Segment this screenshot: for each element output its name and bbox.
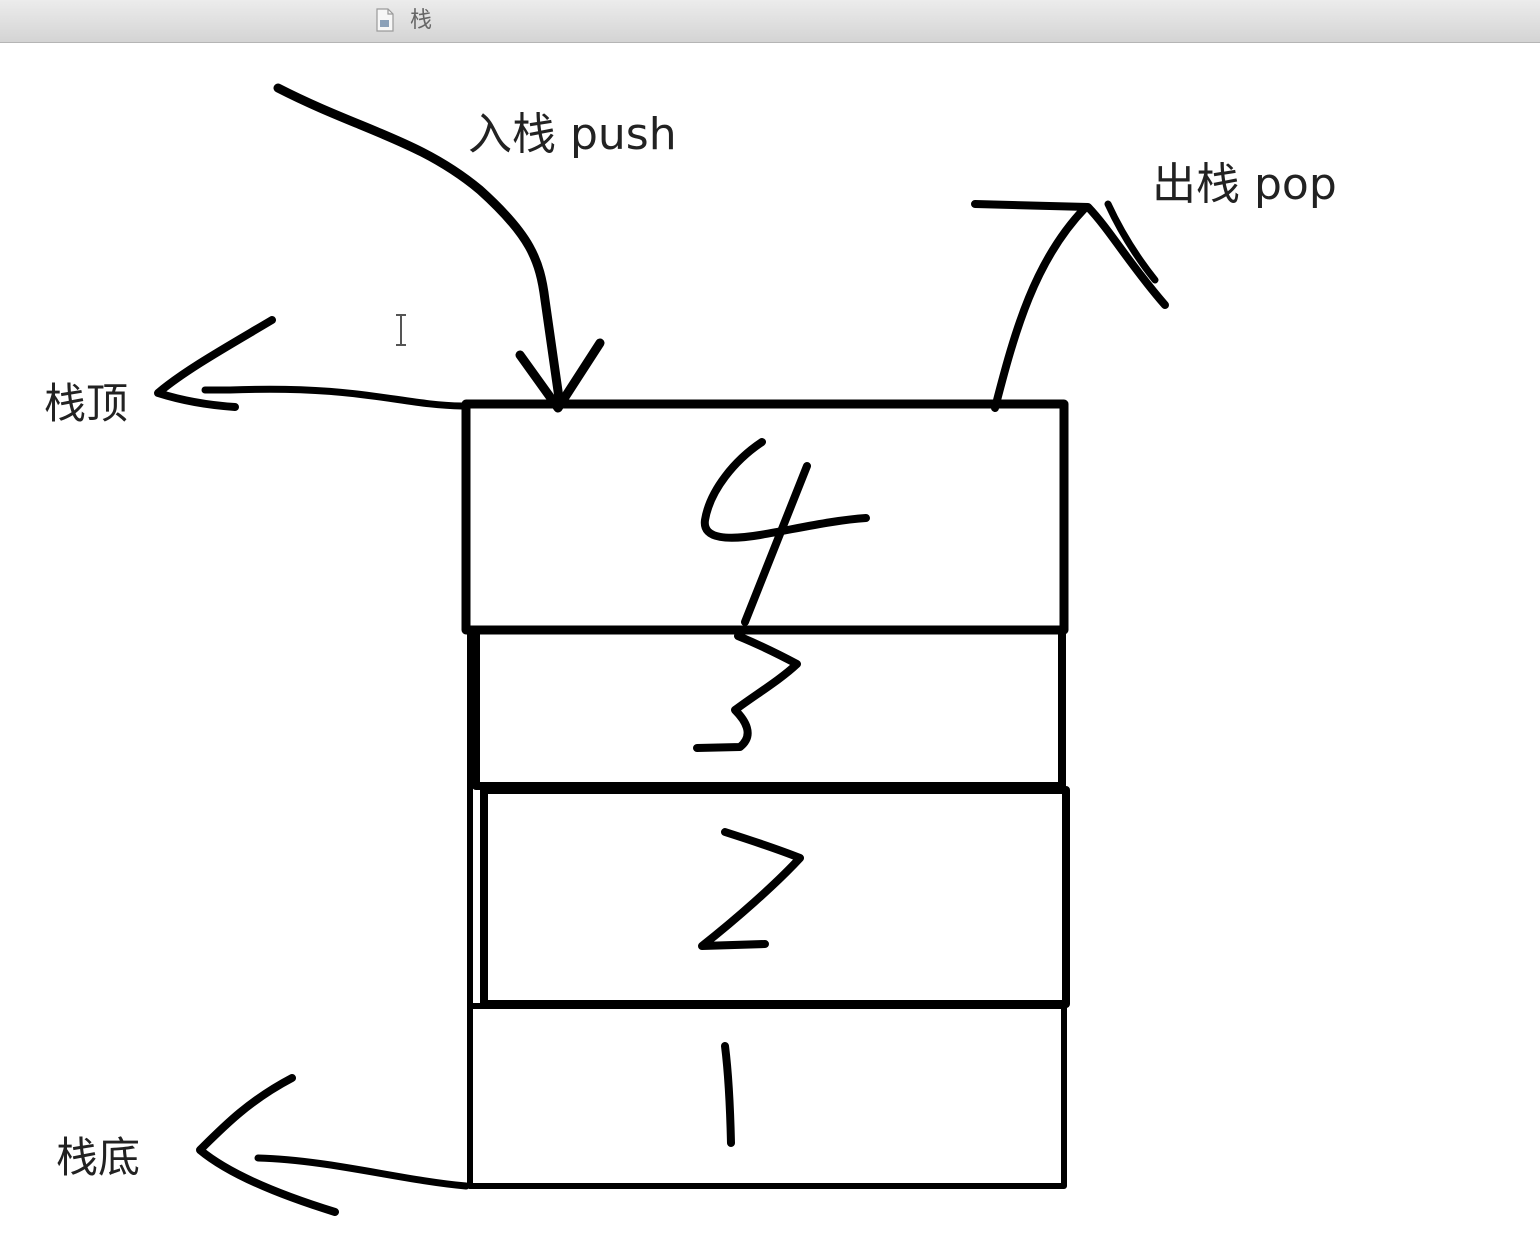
digit-3 (693, 632, 801, 752)
stack-bottom-arrowhead (196, 1074, 339, 1216)
stack-cell-1 (467, 1003, 1067, 1189)
push-label: 入栈 push (468, 109, 677, 160)
digit-4 (700, 438, 870, 542)
window-titlebar: 栈 (0, 0, 1540, 43)
stack-top-label: 栈顶 (44, 379, 129, 428)
stack-bottom-label: 栈底 (56, 1133, 141, 1182)
digit-2 (698, 828, 804, 950)
stack-top-arrow (201, 385, 466, 410)
pop-arrow (991, 204, 1089, 412)
pop-arrowhead (971, 200, 1169, 309)
digit-1 (721, 1042, 735, 1147)
window-title: 栈 (410, 8, 433, 33)
push-arrowhead (515, 338, 605, 413)
stack-top-arrowhead (154, 316, 276, 411)
push-arrow (273, 83, 565, 410)
pop-label: 出栈 pop (1152, 159, 1337, 210)
stack-cell-4 (461, 399, 1069, 635)
stack-cell-2 (480, 786, 1070, 1008)
text-cursor-icon (396, 314, 406, 346)
document-icon (376, 8, 394, 32)
stack-bottom-arrow (254, 1154, 470, 1190)
